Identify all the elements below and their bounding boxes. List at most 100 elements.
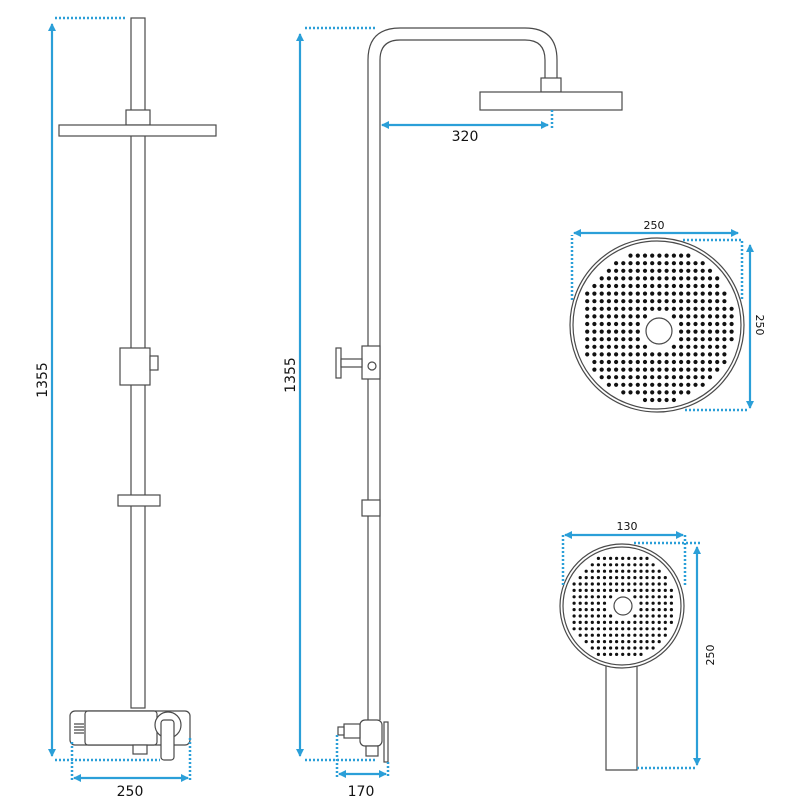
nozzle-dot: [650, 268, 655, 273]
nozzle-dot: [578, 588, 582, 593]
nozzle-dot: [615, 652, 619, 657]
nozzle-dot: [621, 367, 626, 372]
nozzle-dot: [615, 588, 619, 593]
nozzle-dot: [700, 352, 705, 357]
nozzle-dot: [635, 390, 640, 395]
nozzle-dot: [693, 337, 698, 342]
nozzle-dot: [645, 633, 649, 637]
nozzle-dot: [606, 367, 612, 372]
nozzle-dot: [635, 321, 640, 327]
nozzle-dot: [700, 299, 705, 304]
nozzle-dot: [715, 359, 720, 365]
nozzle-dot: [664, 261, 669, 266]
nozzle-dot: [627, 620, 631, 625]
nozzle-dot: [651, 620, 655, 625]
nozzle-dot: [633, 556, 637, 561]
nozzle-dot: [642, 283, 648, 289]
nozzle-dot: [596, 595, 601, 599]
nozzle-dot: [615, 633, 619, 637]
nozzle-dot: [686, 382, 691, 387]
nozzle-dot: [572, 620, 576, 625]
nozzle-dot: [590, 646, 594, 650]
nozzle-dot: [606, 352, 612, 357]
nozzle-dot: [584, 614, 588, 618]
nozzle-dot: [671, 367, 677, 372]
nozzle-dot: [596, 640, 601, 644]
nozzle-dot: [635, 359, 640, 365]
nozzle-dot: [602, 595, 607, 599]
nozzle-dot: [621, 276, 626, 281]
nozzle-dot: [715, 352, 720, 357]
nozzle-dot: [663, 576, 667, 580]
nozzle-dot: [599, 352, 604, 357]
nozzle-dot: [671, 283, 677, 289]
valve-outlet: [365, 745, 379, 757]
nozzle-dot: [599, 283, 604, 289]
nozzle-dot: [693, 321, 698, 327]
nozzle-dot: [651, 608, 655, 612]
nozzle-dot: [606, 268, 612, 273]
nozzle-dot: [729, 306, 734, 311]
nozzle-dot: [669, 595, 674, 599]
hand-shower-nozzles: [572, 556, 674, 657]
nozzle-dot: [686, 367, 691, 372]
nozzle-dot: [590, 563, 594, 567]
nozzle-dot: [707, 321, 713, 327]
valve-inlet: [343, 723, 361, 739]
nozzle-dot: [572, 601, 576, 605]
nozzle-dot: [602, 569, 607, 573]
nozzle-dot: [669, 614, 674, 618]
nozzle-dot: [642, 253, 648, 258]
nozzle-dot: [671, 397, 677, 403]
nozzle-dot: [722, 329, 727, 334]
nozzle-dot: [627, 627, 631, 631]
nozzle-dot: [679, 261, 684, 266]
nozzle-dot: [671, 276, 677, 281]
nozzle-dot: [722, 359, 727, 365]
nozzle-dot: [599, 367, 604, 372]
nozzle-dot: [664, 390, 669, 395]
riser-arm-inner: [379, 39, 546, 720]
nozzle-dot: [679, 390, 684, 395]
nozzle-dot: [686, 261, 691, 266]
nozzle-dot: [651, 627, 655, 631]
nozzle-dot: [609, 595, 613, 599]
nozzle-dot: [650, 382, 655, 387]
nozzle-dot: [606, 375, 612, 380]
nozzle-dot: [693, 283, 698, 289]
nozzle-dot: [614, 299, 619, 304]
nozzle-dot: [657, 588, 661, 593]
nozzle-dot: [693, 314, 698, 319]
nozzle-dot: [715, 329, 720, 334]
nozzle-dot: [642, 299, 648, 304]
nozzle-dot: [679, 337, 684, 342]
nozzle-dot: [664, 306, 669, 311]
nozzle-dot: [639, 652, 643, 657]
nozzle-dot: [627, 588, 631, 593]
nozzle-dot: [657, 268, 662, 273]
nozzle-dot: [642, 382, 648, 387]
nozzle-dot: [664, 367, 669, 372]
nozzle-dot: [628, 261, 633, 266]
nozzle-dot: [614, 375, 619, 380]
nozzle-dot: [602, 608, 607, 612]
nozzle-dot: [621, 283, 626, 289]
front-view: 250 1355: [35, 16, 217, 800]
nozzle-dot: [679, 329, 684, 334]
nozzle-dot: [645, 595, 649, 599]
hand-shower-detail: 130 250: [559, 520, 717, 771]
nozzle-dot: [584, 582, 588, 586]
nozzle-dot: [642, 268, 648, 273]
nozzle-dot: [596, 627, 601, 631]
nozzle-dot: [700, 306, 705, 311]
nozzle-dot: [715, 283, 720, 289]
nozzle-dot: [592, 283, 597, 289]
nozzle-dot: [639, 556, 643, 561]
nozzle-dot: [633, 576, 637, 580]
nozzle-dot: [657, 261, 662, 266]
nozzle-dot: [663, 601, 667, 605]
nozzle-dot: [602, 627, 607, 631]
nozzle-dot: [679, 367, 684, 372]
nozzle-dot: [614, 276, 619, 281]
nozzle-dot: [606, 344, 612, 349]
